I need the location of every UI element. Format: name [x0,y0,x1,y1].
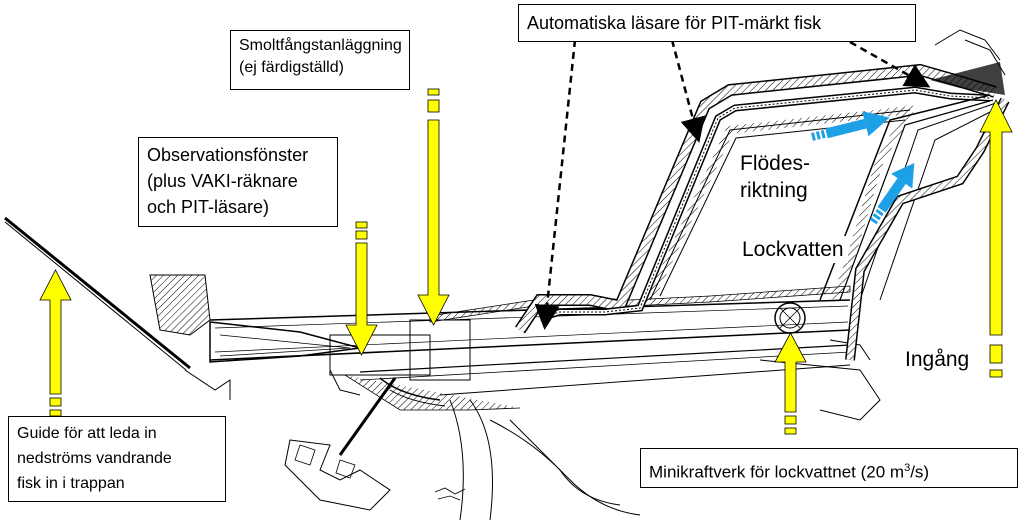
lower-structures [284,339,881,521]
guide-line3: fisk in i trappan [17,475,125,492]
reader-pointers [534,39,931,330]
yellow-arrow-smolt [417,88,450,326]
yellow-arrow-entrance [979,99,1013,378]
yellow-arrow-power [774,332,807,435]
smolt-facility-callout: Smoltfångstanläggning (ej färdigställd) [230,30,410,90]
power-superscript: 3 [904,462,911,474]
obs-line2: (plus VAKI-räknare [147,171,298,191]
flow-direction-label: Flödes- riktning [740,150,810,204]
pit-readers-callout: Automatiska läsare för PIT-märkt fisk [518,4,916,42]
flow-line1: Flödes- [740,152,811,175]
mini-power-plant-callout: Minikraftverk för lockvattnet (20 m3/s) [640,448,1018,488]
guide-line2: nedströms vandrande [17,450,172,467]
yellow-arrow-observation [345,221,378,356]
guide-line1: Guide för att leda in [17,425,157,442]
readers-text: Automatiska läsare för PIT-märkt fisk [527,13,822,33]
flow-line2: riktning [740,179,808,202]
turbine-circle [774,302,806,334]
blue-flow-arrow-lower [869,163,915,225]
observation-window-callout: Observationsfönster (plus VAKI-räknare o… [138,137,338,227]
obs-line3: och PIT-läsare) [147,197,270,217]
attraction-water-label: Lockvatten [738,236,848,263]
smolt-line2: (ej färdigställd) [239,59,344,76]
drawing-scribble [434,487,466,501]
power-suffix: /s) [910,462,930,482]
smolt-line1: Smoltfångstanläggning [239,37,402,54]
entrance-label: Ingång [903,346,972,373]
obs-line1: Observationsfönster [147,145,309,165]
blue-flow-arrow-upper [811,111,890,141]
guide-boom [4,216,191,371]
upper-loop-channel [515,29,1010,361]
power-prefix: Minikraftverk för lockvattnet (20 m [649,462,905,482]
guide-callout: Guide för att leda in nedströms vandrand… [8,416,226,502]
left-bank [149,274,231,400]
yellow-arrow-guide [39,269,72,417]
